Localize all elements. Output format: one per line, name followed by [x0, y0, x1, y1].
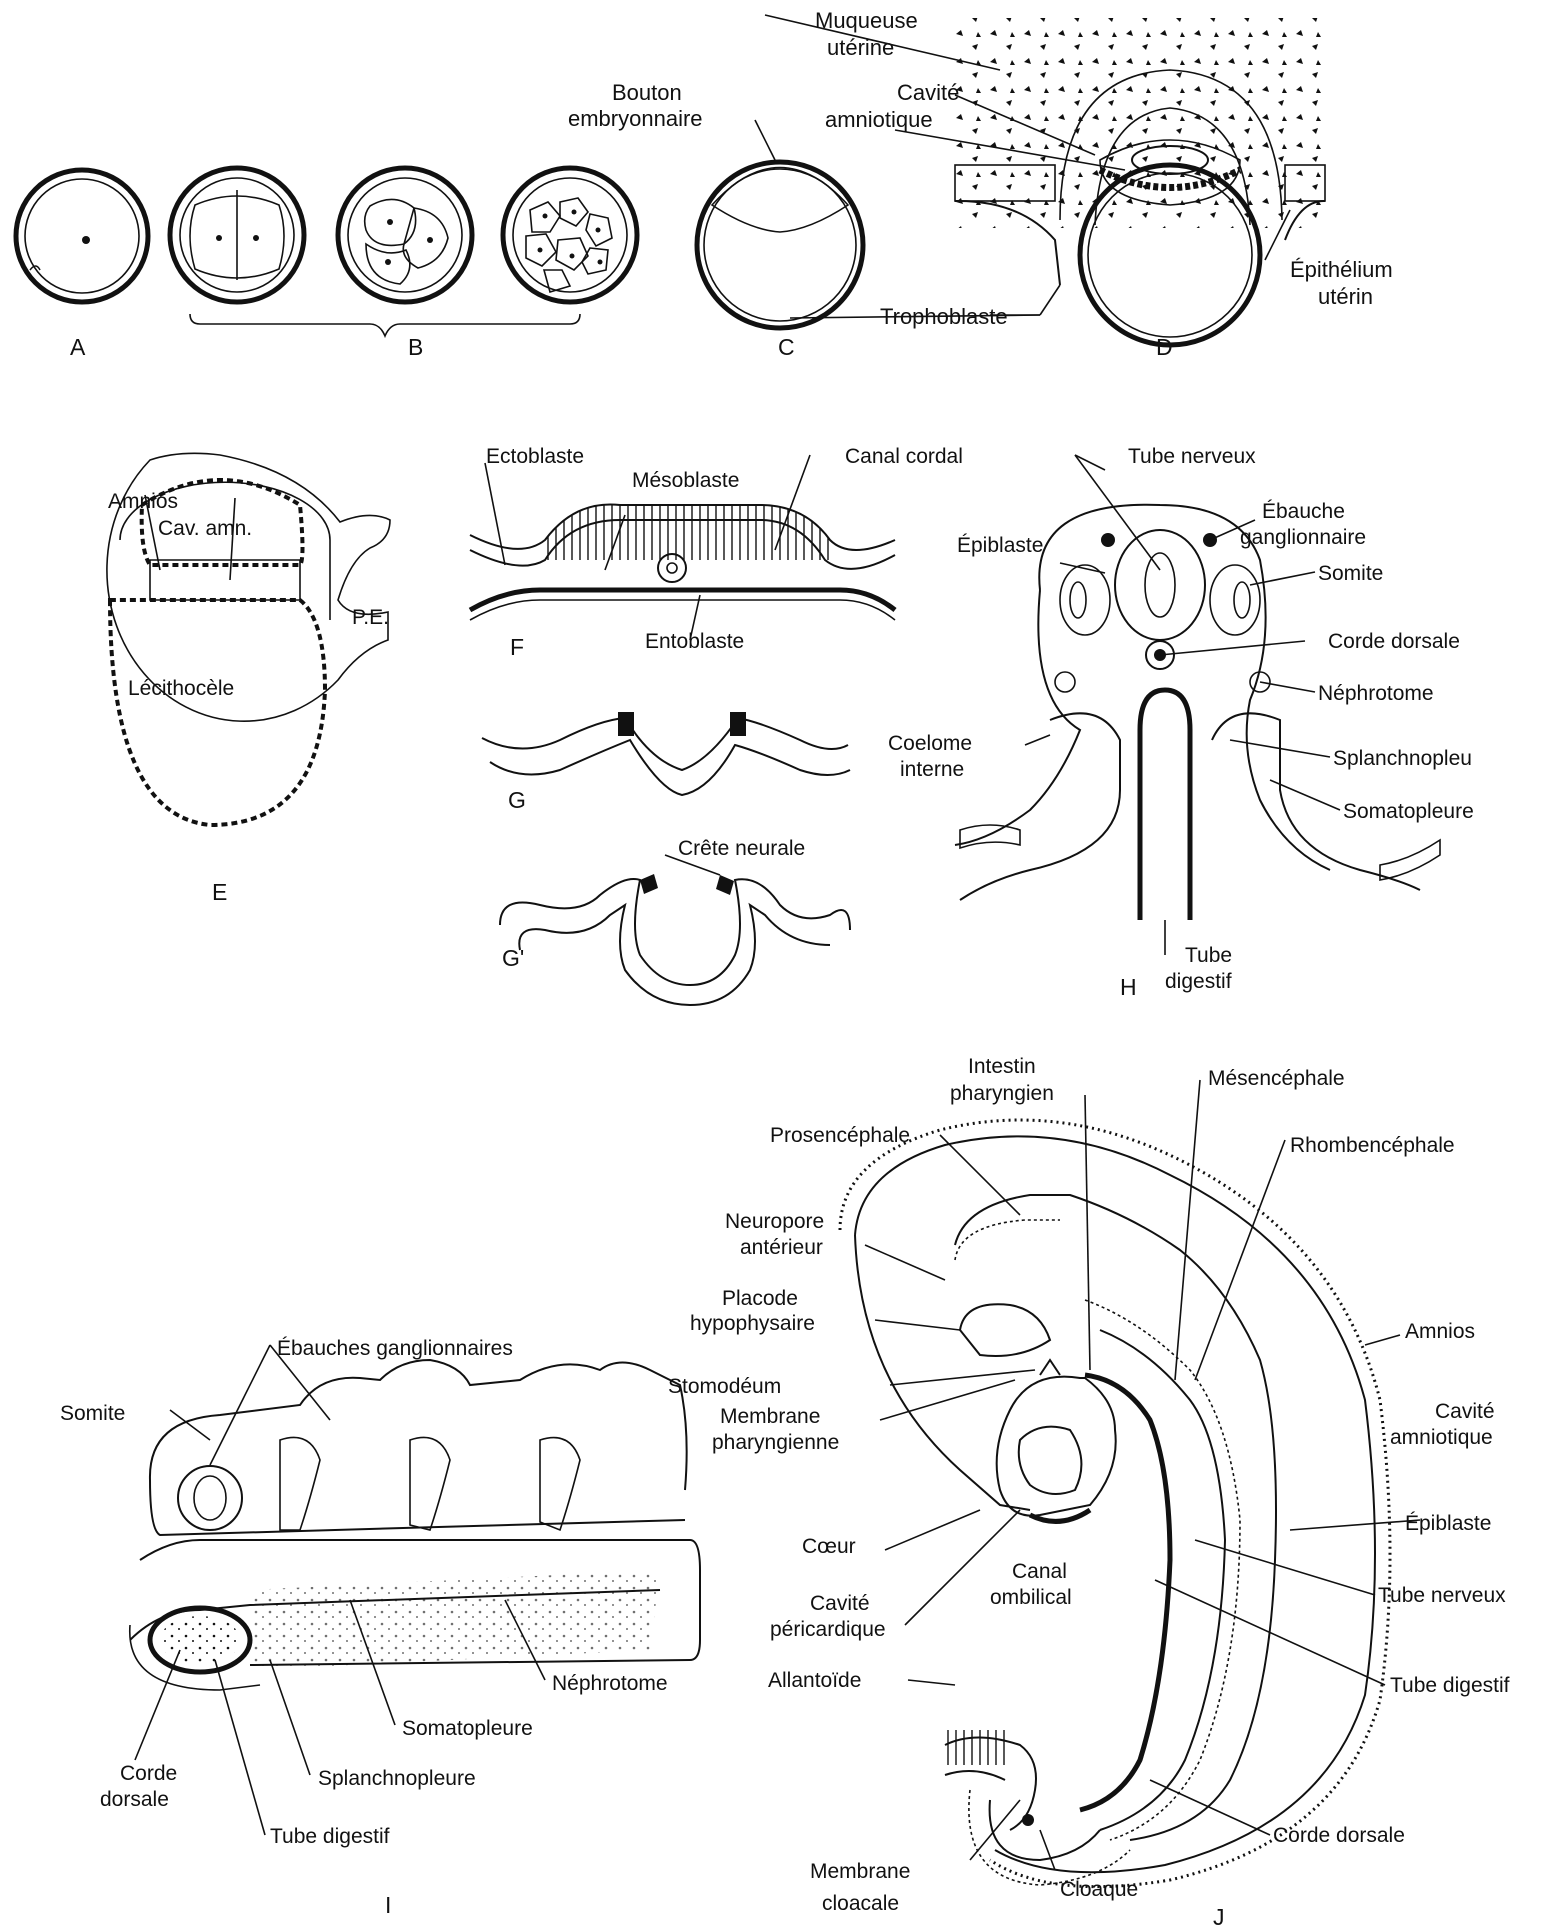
label-epiblaste-h: Épiblaste — [957, 534, 1043, 557]
panel-b-cleavage — [170, 168, 637, 336]
label-epithelium-l1: Épithélium — [1290, 257, 1393, 282]
label-somatopleure-i: Somatopleure — [402, 1717, 533, 1740]
label-entoblaste: Entoblaste — [645, 630, 744, 653]
label-placode-l1: Placode — [722, 1287, 798, 1310]
label-placode-l2: hypophysaire — [690, 1312, 815, 1335]
label-mesoblaste: Mésoblaste — [632, 469, 739, 492]
panel-i-3d-embryo — [130, 1360, 700, 1690]
label-tube-dig-l1: Tube — [1185, 944, 1232, 967]
label-membrane-ph-l1: Membrane — [720, 1405, 820, 1428]
label-amnios-j: Amnios — [1405, 1320, 1475, 1343]
panel-g-prime-neural-groove — [500, 874, 850, 1005]
label-prosencephale: Prosencéphale — [770, 1124, 910, 1147]
label-ebauche-l2: ganglionnaire — [1240, 526, 1366, 549]
panel-letter-d: D — [1156, 334, 1173, 360]
label-cav-peri-l2: péricardique — [770, 1618, 886, 1641]
label-membrane-ph-l2: pharyngienne — [712, 1431, 839, 1454]
panel-letter-j: J — [1213, 1904, 1225, 1927]
panel-letter-g: G — [508, 787, 526, 813]
label-stomodeum: Stomodéum — [668, 1375, 781, 1398]
panel-f-gastrula-section — [470, 504, 895, 620]
panel-letter-g-prime: G' — [502, 945, 524, 971]
label-cavite-j-l2: amniotique — [1390, 1426, 1493, 1449]
label-splanchnopleure-h: Splanchnopleu — [1333, 747, 1472, 770]
label-cavite-j-l1: Cavité — [1435, 1400, 1495, 1423]
label-trophoblaste: Trophoblaste — [880, 304, 1008, 329]
label-somite-i: Somite — [60, 1402, 125, 1425]
label-corde-dorsale-j: Corde dorsale — [1273, 1824, 1405, 1847]
label-membrane-cl-l1: Membrane — [810, 1860, 910, 1883]
label-tube-nerveux-j: Tube nerveux — [1378, 1584, 1506, 1607]
label-epiblaste-j: Épiblaste — [1405, 1512, 1491, 1535]
label-corde-l2: dorsale — [100, 1788, 169, 1811]
label-cavite-l2: amniotique — [825, 107, 933, 132]
label-tube-digestif-i: Tube digestif — [270, 1825, 390, 1848]
label-canal-l1: Canal — [1012, 1560, 1067, 1583]
label-intestin-l2: pharyngien — [950, 1082, 1054, 1105]
label-splanchnopleure-i: Splanchnopleure — [318, 1767, 476, 1790]
label-intestin-l1: Intestin — [968, 1055, 1036, 1078]
label-cavite-l1: Cavité — [897, 80, 959, 105]
label-somite-h: Somite — [1318, 562, 1383, 585]
panel-a-zygote — [16, 170, 148, 302]
label-crete-neurale: Crête neurale — [678, 837, 805, 860]
label-neuropore-l1: Neuropore — [725, 1210, 824, 1233]
label-epithelium-l2: utérin — [1318, 284, 1373, 309]
panel-c-blastocyst — [697, 162, 863, 328]
label-rhombencephale: Rhombencéphale — [1290, 1134, 1455, 1157]
label-nephrotome-i: Néphrotome — [552, 1672, 668, 1695]
label-canal-l2: ombilical — [990, 1586, 1072, 1609]
panel-letter-a: A — [70, 334, 86, 360]
label-corde-l1: Corde — [120, 1762, 177, 1785]
label-muqueuse-l2: utérine — [827, 35, 894, 60]
label-membrane-cl-l2: cloacale — [822, 1892, 899, 1915]
label-corde-dorsale-h: Corde dorsale — [1328, 630, 1460, 653]
panel-j-sagittal-embryo — [840, 1120, 1390, 1887]
label-cloaque: Cloaque — [1060, 1878, 1138, 1901]
label-bouton-l1: Bouton — [612, 80, 682, 105]
label-somatopleure-h: Somatopleure — [1343, 800, 1474, 823]
panel-letter-c: C — [778, 334, 795, 360]
label-nephrotome-h: Néphrotome — [1318, 682, 1434, 705]
label-neuropore-l2: antérieur — [740, 1236, 823, 1259]
panel-letter-e: E — [212, 879, 227, 905]
label-ebauche-l1: Ébauche — [1262, 500, 1345, 523]
panel-letter-h: H — [1120, 974, 1137, 1000]
label-coelome-l1: Coelome — [888, 732, 972, 755]
panel-letter-i: I — [385, 1892, 391, 1918]
label-ectoblaste: Ectoblaste — [486, 445, 584, 468]
label-tube-nerveux-h: Tube nerveux — [1128, 445, 1256, 468]
label-cav-peri-l1: Cavité — [810, 1592, 870, 1615]
label-coelome-l2: interne — [900, 758, 964, 781]
label-amnios-e: Amnios — [108, 490, 178, 513]
label-muqueuse-l1: Muqueuse — [815, 8, 918, 33]
label-cav-amn: Cav. amn. — [158, 517, 252, 540]
label-mesencephale: Mésencéphale — [1208, 1067, 1345, 1090]
label-tube-digestif-j: Tube digestif — [1390, 1674, 1510, 1697]
panel-letter-b: B — [408, 334, 423, 360]
label-tube-dig-l2: digestif — [1165, 970, 1232, 993]
label-allantoide: Allantoïde — [768, 1669, 861, 1692]
label-lecithocele: Lécithocèle — [128, 677, 234, 700]
label-pe: P.E. — [352, 606, 389, 629]
panel-letter-f: F — [510, 634, 524, 660]
label-bouton-l2: embryonnaire — [568, 106, 703, 131]
panel-g-neural-plate — [482, 712, 850, 795]
panel-d-implantation — [955, 18, 1325, 345]
label-ebauches-ganglionnaires: Ébauches ganglionnaires — [277, 1337, 513, 1360]
label-canal-cordal: Canal cordal — [845, 445, 963, 468]
label-coeur: Cœur — [802, 1535, 856, 1558]
